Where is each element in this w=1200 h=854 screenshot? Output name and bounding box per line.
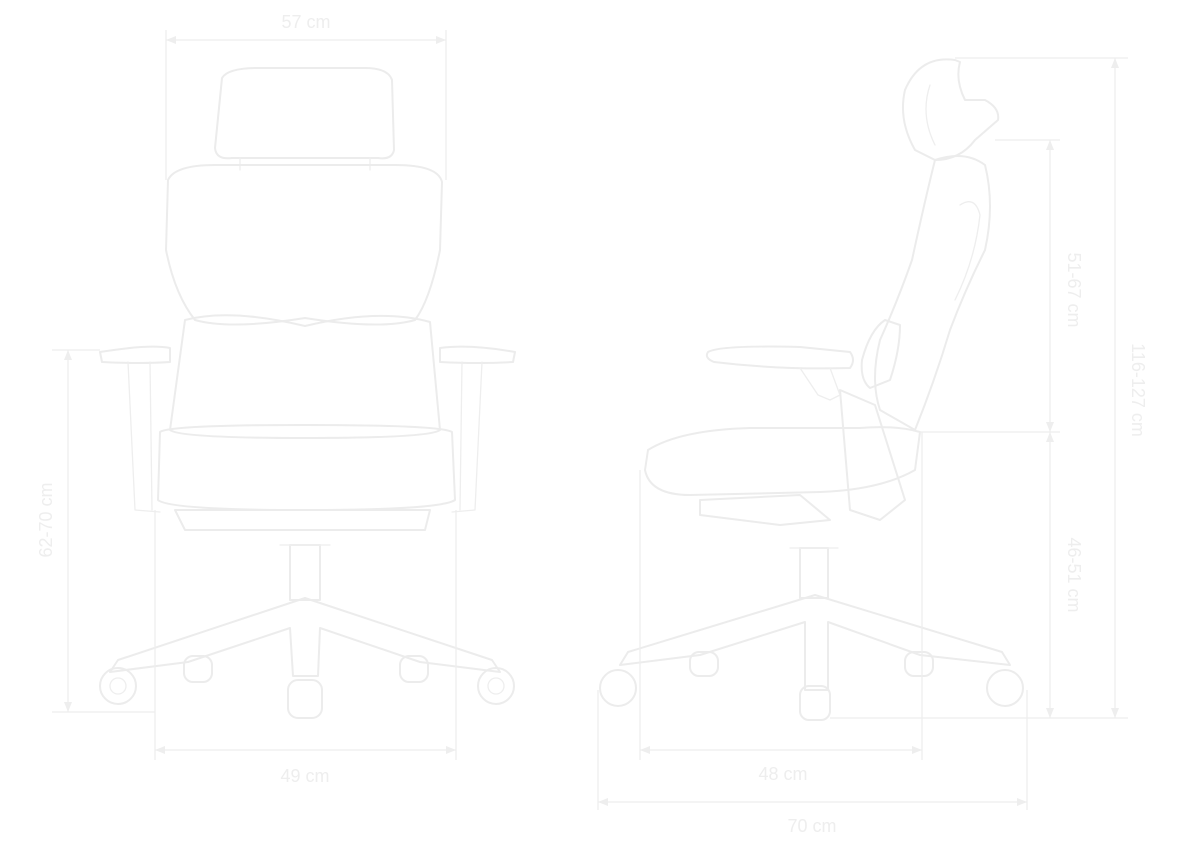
- front-armrest-height-label: 62-70 cm: [36, 482, 56, 557]
- side-seat-depth-label: 48 cm: [758, 764, 807, 784]
- side-star-base: [619, 594, 1011, 691]
- side-headrest: [902, 58, 1000, 161]
- front-view-chair: [99, 67, 516, 719]
- side-dimension-seat-depth: 48 cm: [639, 432, 923, 784]
- front-backrest: [165, 164, 443, 326]
- side-armrest: [705, 345, 854, 370]
- side-dimension-base-depth: 70 cm: [597, 690, 1028, 836]
- side-seat-height-label: 46-51 cm: [1064, 537, 1084, 612]
- side-backrest: [874, 155, 991, 431]
- side-dimension-back-height: 51-67 cm: [995, 139, 1084, 432]
- side-seat: [644, 426, 921, 496]
- front-dimension-base: 49 cm: [154, 510, 457, 786]
- front-base-width-label: 49 cm: [280, 766, 329, 786]
- front-star-base: [109, 597, 501, 677]
- side-dimension-total-height: 116-127 cm: [830, 57, 1148, 719]
- front-armrest-right: [439, 345, 516, 364]
- front-dimension-top: 57 cm: [165, 12, 447, 180]
- side-view-chair: [599, 58, 1024, 721]
- front-lower-back: [169, 314, 441, 439]
- side-back-height-label: 51-67 cm: [1064, 252, 1084, 327]
- front-dimension-armrest-height: 62-70 cm: [36, 349, 155, 713]
- side-base-depth-label: 70 cm: [787, 816, 836, 836]
- side-total-height-label: 116-127 cm: [1128, 343, 1148, 437]
- front-seat: [157, 424, 456, 511]
- side-dimension-seat-height: 46-51 cm: [920, 431, 1084, 718]
- front-width-label: 57 cm: [281, 12, 330, 32]
- front-headrest: [214, 67, 395, 160]
- front-armrest-left: [99, 345, 171, 364]
